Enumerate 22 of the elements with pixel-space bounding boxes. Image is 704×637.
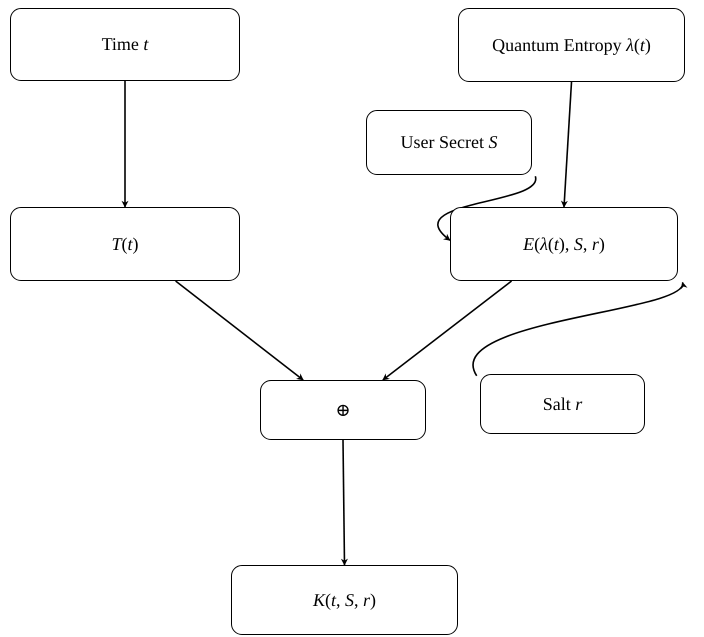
arrow: [122, 81, 128, 208]
node-label: Salt r: [542, 394, 582, 414]
arrow: [560, 82, 572, 208]
node-label: T(t): [111, 234, 139, 254]
arrow: [340, 440, 348, 566]
process-box: [231, 565, 458, 635]
node-label: Time t: [102, 34, 148, 55]
arrow: [175, 280, 304, 381]
process-box: [10, 8, 240, 81]
arrow: [437, 176, 536, 241]
node-label: ⊕: [335, 400, 351, 420]
process-box: [10, 207, 240, 281]
node-label: User Secret S: [400, 132, 498, 153]
process-box: [458, 8, 685, 82]
node-label: E(λ(t), S, r): [523, 234, 605, 254]
process-box: [366, 110, 532, 175]
arrow: [382, 280, 512, 381]
node-label: K(t, S, r): [312, 590, 376, 610]
node-label: Quantum Entropy λ(t): [492, 34, 651, 56]
process-box: [450, 207, 678, 281]
process-box: [480, 374, 645, 434]
process-box: [260, 380, 426, 440]
